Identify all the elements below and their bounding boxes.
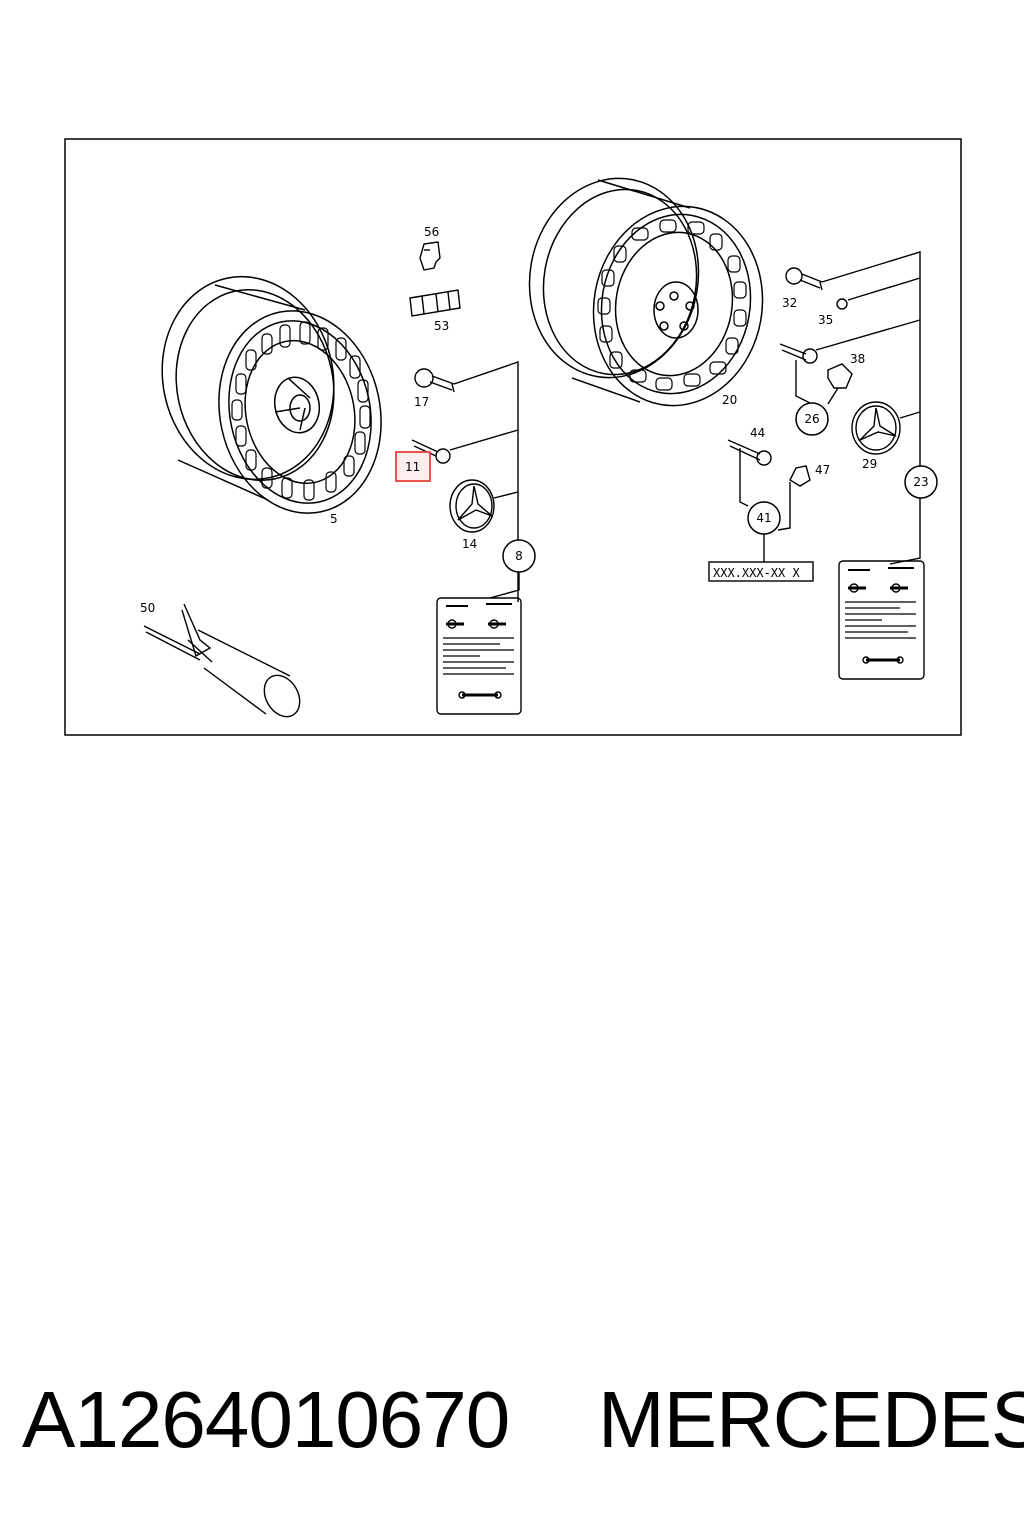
part-56-clip bbox=[419, 241, 441, 271]
callout-35: 35 bbox=[818, 313, 833, 327]
callout-44: 44 bbox=[750, 426, 765, 440]
callout-38: 38 bbox=[850, 352, 865, 366]
part-number: A1264010670 bbox=[22, 1375, 510, 1464]
part-14-star-cap bbox=[449, 479, 519, 533]
parts-diagram: 5 56 53 17 11 14 8 bbox=[64, 138, 962, 736]
part-11-bolt bbox=[411, 429, 519, 464]
part-17-valve bbox=[414, 361, 519, 602]
part-code-box bbox=[708, 561, 814, 582]
callout-17: 17 bbox=[414, 395, 429, 409]
part-code-text: XXX.XXX-XX X bbox=[713, 566, 800, 580]
circle-marker-26 bbox=[795, 402, 829, 436]
circle-label-26: 26 bbox=[804, 412, 819, 426]
circle-label-8: 8 bbox=[515, 549, 523, 563]
callout-5: 5 bbox=[330, 512, 338, 526]
callout-11: 11 bbox=[405, 460, 420, 474]
callout-20: 20 bbox=[722, 393, 737, 407]
callout-32: 32 bbox=[782, 296, 797, 310]
instruction-card-right bbox=[838, 560, 925, 680]
part-29-star-cap bbox=[851, 401, 921, 455]
callout-50: 50 bbox=[140, 601, 155, 615]
callout-47: 47 bbox=[815, 463, 830, 477]
brand-name: MERCEDES bbox=[598, 1375, 1024, 1464]
part-26-group bbox=[779, 319, 921, 405]
wheel-right bbox=[528, 177, 764, 407]
part-41-group bbox=[727, 439, 811, 531]
callout-14: 14 bbox=[462, 537, 477, 551]
leader-8 bbox=[489, 572, 520, 599]
callout-53: 53 bbox=[434, 319, 449, 333]
highlight-box-11[interactable] bbox=[395, 451, 431, 482]
part-35-cap bbox=[836, 277, 921, 310]
footer: A1264010670 MERCEDES bbox=[0, 1370, 1024, 1470]
part-53-weights bbox=[409, 289, 461, 317]
circle-label-23: 23 bbox=[913, 475, 928, 489]
circle-marker-23 bbox=[904, 465, 938, 499]
wheel-left bbox=[161, 275, 382, 514]
callout-29: 29 bbox=[862, 457, 877, 471]
circle-label-41: 41 bbox=[756, 511, 771, 525]
diagram-frame bbox=[64, 138, 962, 736]
part-50-tool bbox=[143, 603, 301, 718]
callout-56: 56 bbox=[424, 225, 439, 239]
instruction-card-left bbox=[436, 597, 522, 715]
